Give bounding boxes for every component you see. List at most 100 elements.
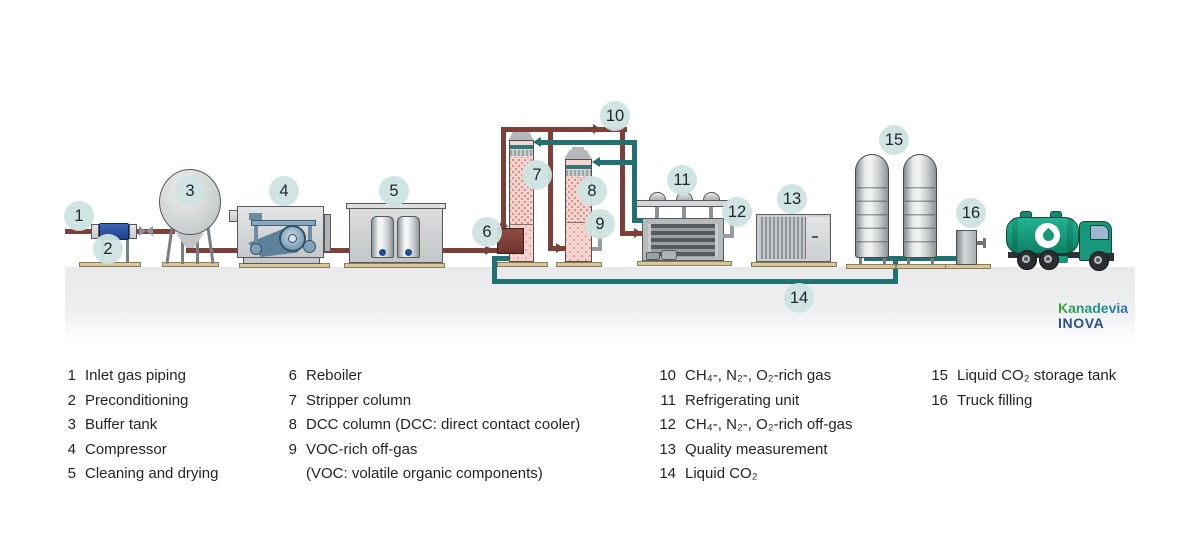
gas-flow-arrow-right [485,245,493,255]
wheel-rim [1094,256,1102,264]
storage-tank-2 [903,154,937,258]
liquid-co2-transfer-line [492,279,898,284]
legend-item: 13 Quality measurement [656,438,853,463]
base-storage-tank-1 [846,264,896,269]
compressor-pedestal [243,257,320,264]
stripper-column-cap [508,131,534,141]
fan-dome [649,192,666,200]
marker-13: 13 [777,184,807,214]
reboiler-vapor-arrow [498,219,508,227]
drying-vessel-2 [397,216,420,258]
refrigerator-inlet-pipe [620,231,643,236]
voc-vent-pipe [592,247,602,251]
roof-post [709,207,713,219]
base-quality-cabinet [751,262,837,267]
vessel-valve [405,249,412,256]
co2-return-downpipe [632,140,637,222]
legend-number: 6 [288,367,297,384]
legend-number: 16 [931,391,948,409]
gas-feed-pipe [186,248,498,253]
refrigerator-inlet-arrow [634,228,642,238]
refrigerator-feed-downpipe [620,127,625,233]
buffer-tank-leg [206,226,215,265]
legend-label: Inlet gas piping [85,367,186,384]
marker-9: 9 [585,209,615,239]
offgas-vent-riser [730,219,734,238]
brand-logo: Kanadevia INOVA [1058,301,1128,331]
marker-10: 10 [600,101,630,131]
base-stripper-column [497,262,548,267]
legend-label: Quality measurement [685,440,828,458]
truck-filling-station [956,230,977,265]
legend-label: Liquid CO₂ [685,465,758,483]
liquid-co2-riser [893,258,898,284]
dcc-divider [565,222,592,223]
marker-4: 4 [269,176,299,206]
truck-bumper [1106,253,1114,261]
legend-number [285,462,297,487]
filling-nozzle [983,238,986,248]
storage-tank-1 [855,154,889,258]
truck-wheel [1017,250,1037,270]
marker-2: 2 [93,234,123,264]
legend-label: VOC-rich off-gas [306,440,418,458]
compressor-crank-ball [303,240,316,253]
legend-label: CH₄-, N₂-, O₂-rich off-gas [685,416,853,434]
tank-leg [907,258,910,265]
preconditioner-flange-left [91,224,99,239]
offgas-vent-pipe [723,234,734,238]
brand-name: Kanadevia [1058,300,1129,316]
liquid-co2-outlet [492,256,510,261]
wheel-rim [1022,255,1030,263]
compressor-rod [308,226,312,242]
base-dcc-column [556,262,602,267]
offgas-header-pipe [501,127,627,132]
preconditioner-flange-right [129,224,137,239]
legend-label: CH₄-, N₂-, O₂-rich gas [685,367,832,384]
tank-manifold-line [864,256,958,261]
inline-valve [146,226,153,236]
marker-11: 11 [667,165,697,195]
preconditioner-leg [126,238,129,263]
slat-frame [648,224,651,257]
cabinet-door [805,217,829,259]
co2-return-arrow [533,137,541,147]
refrigerant-pump [646,252,660,260]
truck-windshield [1090,225,1109,240]
legend-label: Truck filling [957,391,1033,409]
barrel-band [1067,218,1073,253]
stripper-demister [510,150,533,156]
drying-vessel-1 [371,216,394,258]
barrel-band [1012,218,1018,253]
compressor-rod [254,226,258,250]
tank-leg [931,258,934,265]
offgas-flow-arrow [593,124,601,134]
legend-label: Stripper column [306,391,412,409]
door-handle [812,236,818,238]
legend-number: 7 [288,391,297,409]
base-refrigerating-unit [637,261,732,266]
base-cleaning-unit [344,263,445,268]
compressor-pulley-small [250,243,262,255]
truck-wheel [1039,250,1059,270]
marker-16: 16 [956,198,986,228]
truck-wheel [1089,251,1109,271]
heat-exchanger-slats [648,224,718,257]
gas-downcomer-pipe [548,127,553,247]
marker-1: 1 [64,201,94,231]
stripper-divider [509,224,534,225]
roof-post [655,207,659,219]
legend-number: 13 [659,440,676,458]
legend-label: Compressor [85,440,167,458]
dcc-coolant-arrow [592,157,600,167]
brand-sub: INOVA [1058,315,1105,331]
legend-label: DCC column (DCC: direct contact cooler) [306,416,581,434]
